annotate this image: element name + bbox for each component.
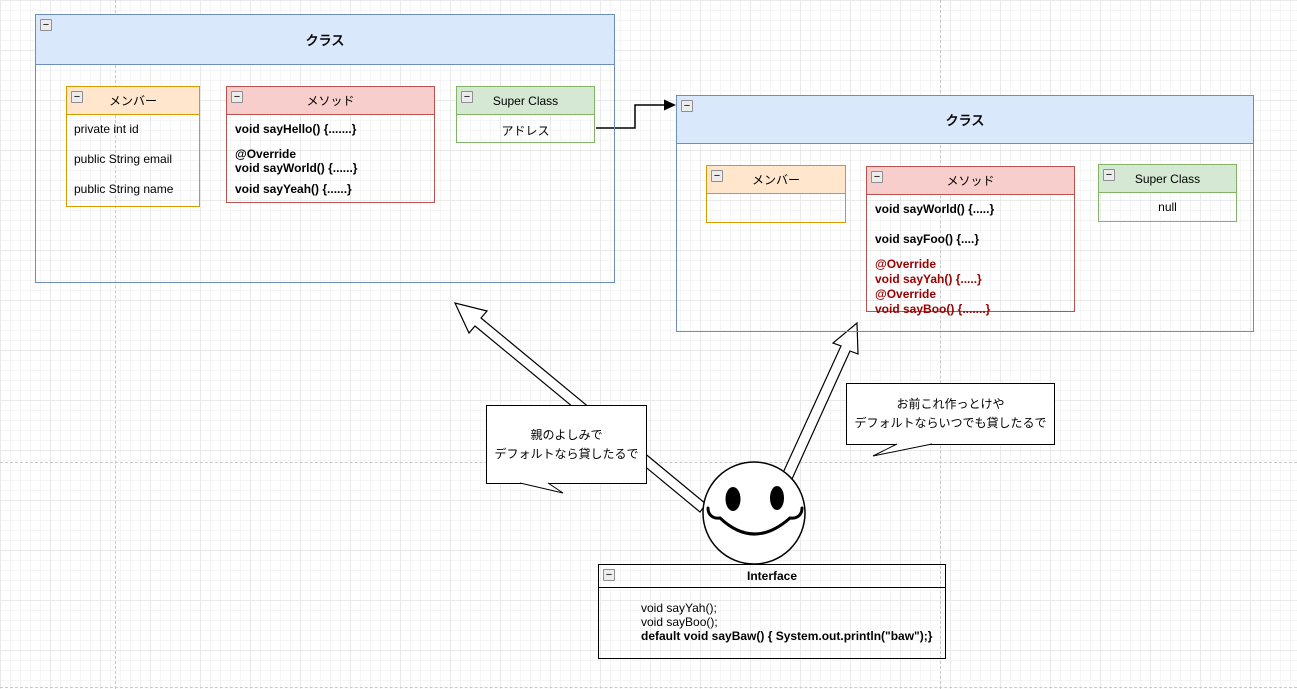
callout-line: デフォルトならいつでも貸したるで (854, 416, 1047, 430)
right-methods-title: メソッド (946, 174, 995, 188)
left-methods-body: void sayHello() {.......} @Override void… (227, 115, 434, 203)
collapse-icon[interactable]: − (461, 91, 473, 103)
callout-right-tail (872, 443, 933, 457)
right-members-title: メンバー (751, 173, 800, 187)
minus-glyph: − (233, 90, 241, 103)
left-class-header: − クラス (36, 15, 614, 65)
member-field: public String name (74, 182, 174, 196)
right-class-header: − クラス (677, 96, 1253, 144)
right-methods-body: void sayWorld() {.....} void sayFoo() {.… (867, 195, 1074, 316)
interface-method: void sayYah(); (641, 601, 717, 615)
method-line: void sayWorld() {......} (235, 161, 358, 175)
left-superclass-box[interactable]: − Super Class アドレス (456, 86, 595, 143)
minus-glyph: − (73, 90, 81, 103)
right-members-box[interactable]: − メンバー (706, 165, 846, 223)
method-line: void sayWorld() {.....} (875, 202, 995, 216)
minus-glyph: − (1105, 168, 1113, 181)
interface-method: void sayBoo(); (641, 615, 718, 629)
method-line: void sayFoo() {....} (875, 232, 980, 246)
left-methods-title: メソッド (306, 94, 355, 108)
right-methods-header: − メソッド (867, 167, 1074, 195)
minus-glyph: − (42, 18, 50, 31)
left-superclass-body: アドレス (457, 115, 594, 143)
right-class-container[interactable]: − クラス − メンバー − メソッド void sayWorld() {...… (676, 95, 1254, 332)
right-superclass-box[interactable]: − Super Class null (1098, 164, 1237, 222)
interface-default-method: default void sayBaw() { System.out.print… (641, 629, 933, 643)
smiley-right-eye (770, 486, 784, 510)
left-methods-box[interactable]: − メソッド void sayHello() {.......} @Overri… (226, 86, 435, 203)
interface-title: Interface (746, 569, 798, 583)
page-guide-vertical-right (940, 0, 941, 689)
superclass-value: アドレス (501, 124, 550, 138)
callout-line: お前これ作っとけや (896, 397, 1005, 411)
right-class-title: クラス (945, 113, 985, 128)
callout-right-shape[interactable] (846, 383, 1055, 457)
superclass-value: null (1158, 200, 1177, 214)
callout-line: 親のよしみで (530, 427, 603, 442)
collapse-icon[interactable]: − (603, 569, 615, 581)
collapse-icon[interactable]: − (871, 171, 883, 183)
collapse-icon[interactable]: − (711, 170, 723, 182)
smiley-mouth (706, 506, 804, 536)
right-superclass-body: null (1099, 193, 1236, 222)
minus-glyph: − (463, 90, 471, 103)
left-members-title: メンバー (108, 94, 157, 108)
connector-arrowhead-icon (664, 99, 676, 111)
override-annotation: @Override (875, 257, 937, 271)
callout-line: デフォルトなら貸したるで (494, 446, 639, 461)
minus-glyph: − (683, 99, 691, 112)
right-members-header: − メンバー (707, 166, 845, 194)
member-field: private int id (74, 122, 139, 136)
method-line: void sayYah() {.....} (875, 272, 982, 286)
interface-header: − Interface (599, 565, 945, 588)
right-superclass-header: − Super Class (1099, 165, 1236, 193)
method-line: void sayBoo() {.......} (875, 302, 991, 316)
left-superclass-header: − Super Class (457, 87, 594, 115)
interface-body: void sayYah(); void sayBoo(); default vo… (599, 588, 945, 659)
page-guide-vertical-left (115, 0, 116, 689)
method-line: void sayHello() {.......} (235, 122, 357, 136)
member-field: public String email (74, 152, 173, 166)
minus-glyph: − (713, 169, 721, 182)
smiley-left-eye (725, 487, 741, 511)
left-members-header: − メンバー (67, 87, 199, 115)
left-class-container[interactable]: − クラス − メンバー private int id public Strin… (35, 14, 615, 283)
collapse-icon[interactable]: − (681, 100, 693, 112)
callout-right-text: お前これ作っとけや デフォルトならいつでも貸したるで (846, 383, 1055, 445)
block-arrow-to-right-class[interactable] (781, 321, 859, 480)
interface-box[interactable]: − Interface void sayYah(); void sayBoo()… (598, 564, 946, 659)
right-members-body (707, 194, 845, 223)
callout-left-shape[interactable] (486, 405, 647, 494)
page-guide-horizontal-bottom (0, 687, 1297, 688)
right-superclass-title: Super Class (1134, 171, 1201, 186)
left-class-title: クラス (305, 33, 345, 48)
left-members-box[interactable]: − メンバー private int id public String emai… (66, 86, 200, 207)
collapse-icon[interactable]: − (1103, 169, 1115, 181)
right-methods-box[interactable]: − メソッド void sayWorld() {.....} void sayF… (866, 166, 1075, 316)
superclass-connector-line[interactable] (596, 104, 666, 129)
collapse-icon[interactable]: − (40, 19, 52, 31)
collapse-icon[interactable]: − (231, 91, 243, 103)
left-methods-header: − メソッド (227, 87, 434, 115)
minus-glyph: − (873, 170, 881, 183)
callout-left-text: 親のよしみで デフォルトなら貸したるで (486, 405, 647, 484)
left-superclass-title: Super Class (492, 93, 559, 108)
callout-left-tail (519, 482, 564, 494)
override-annotation: @Override (875, 287, 937, 301)
minus-glyph: − (605, 568, 613, 581)
left-members-body: private int id public String email publi… (67, 115, 199, 207)
method-line: @Override (235, 147, 297, 161)
smiley-head (702, 461, 806, 565)
method-line: void sayYeah() {......} (235, 182, 352, 196)
collapse-icon[interactable]: − (71, 91, 83, 103)
smiley-face-icon[interactable] (702, 461, 806, 565)
